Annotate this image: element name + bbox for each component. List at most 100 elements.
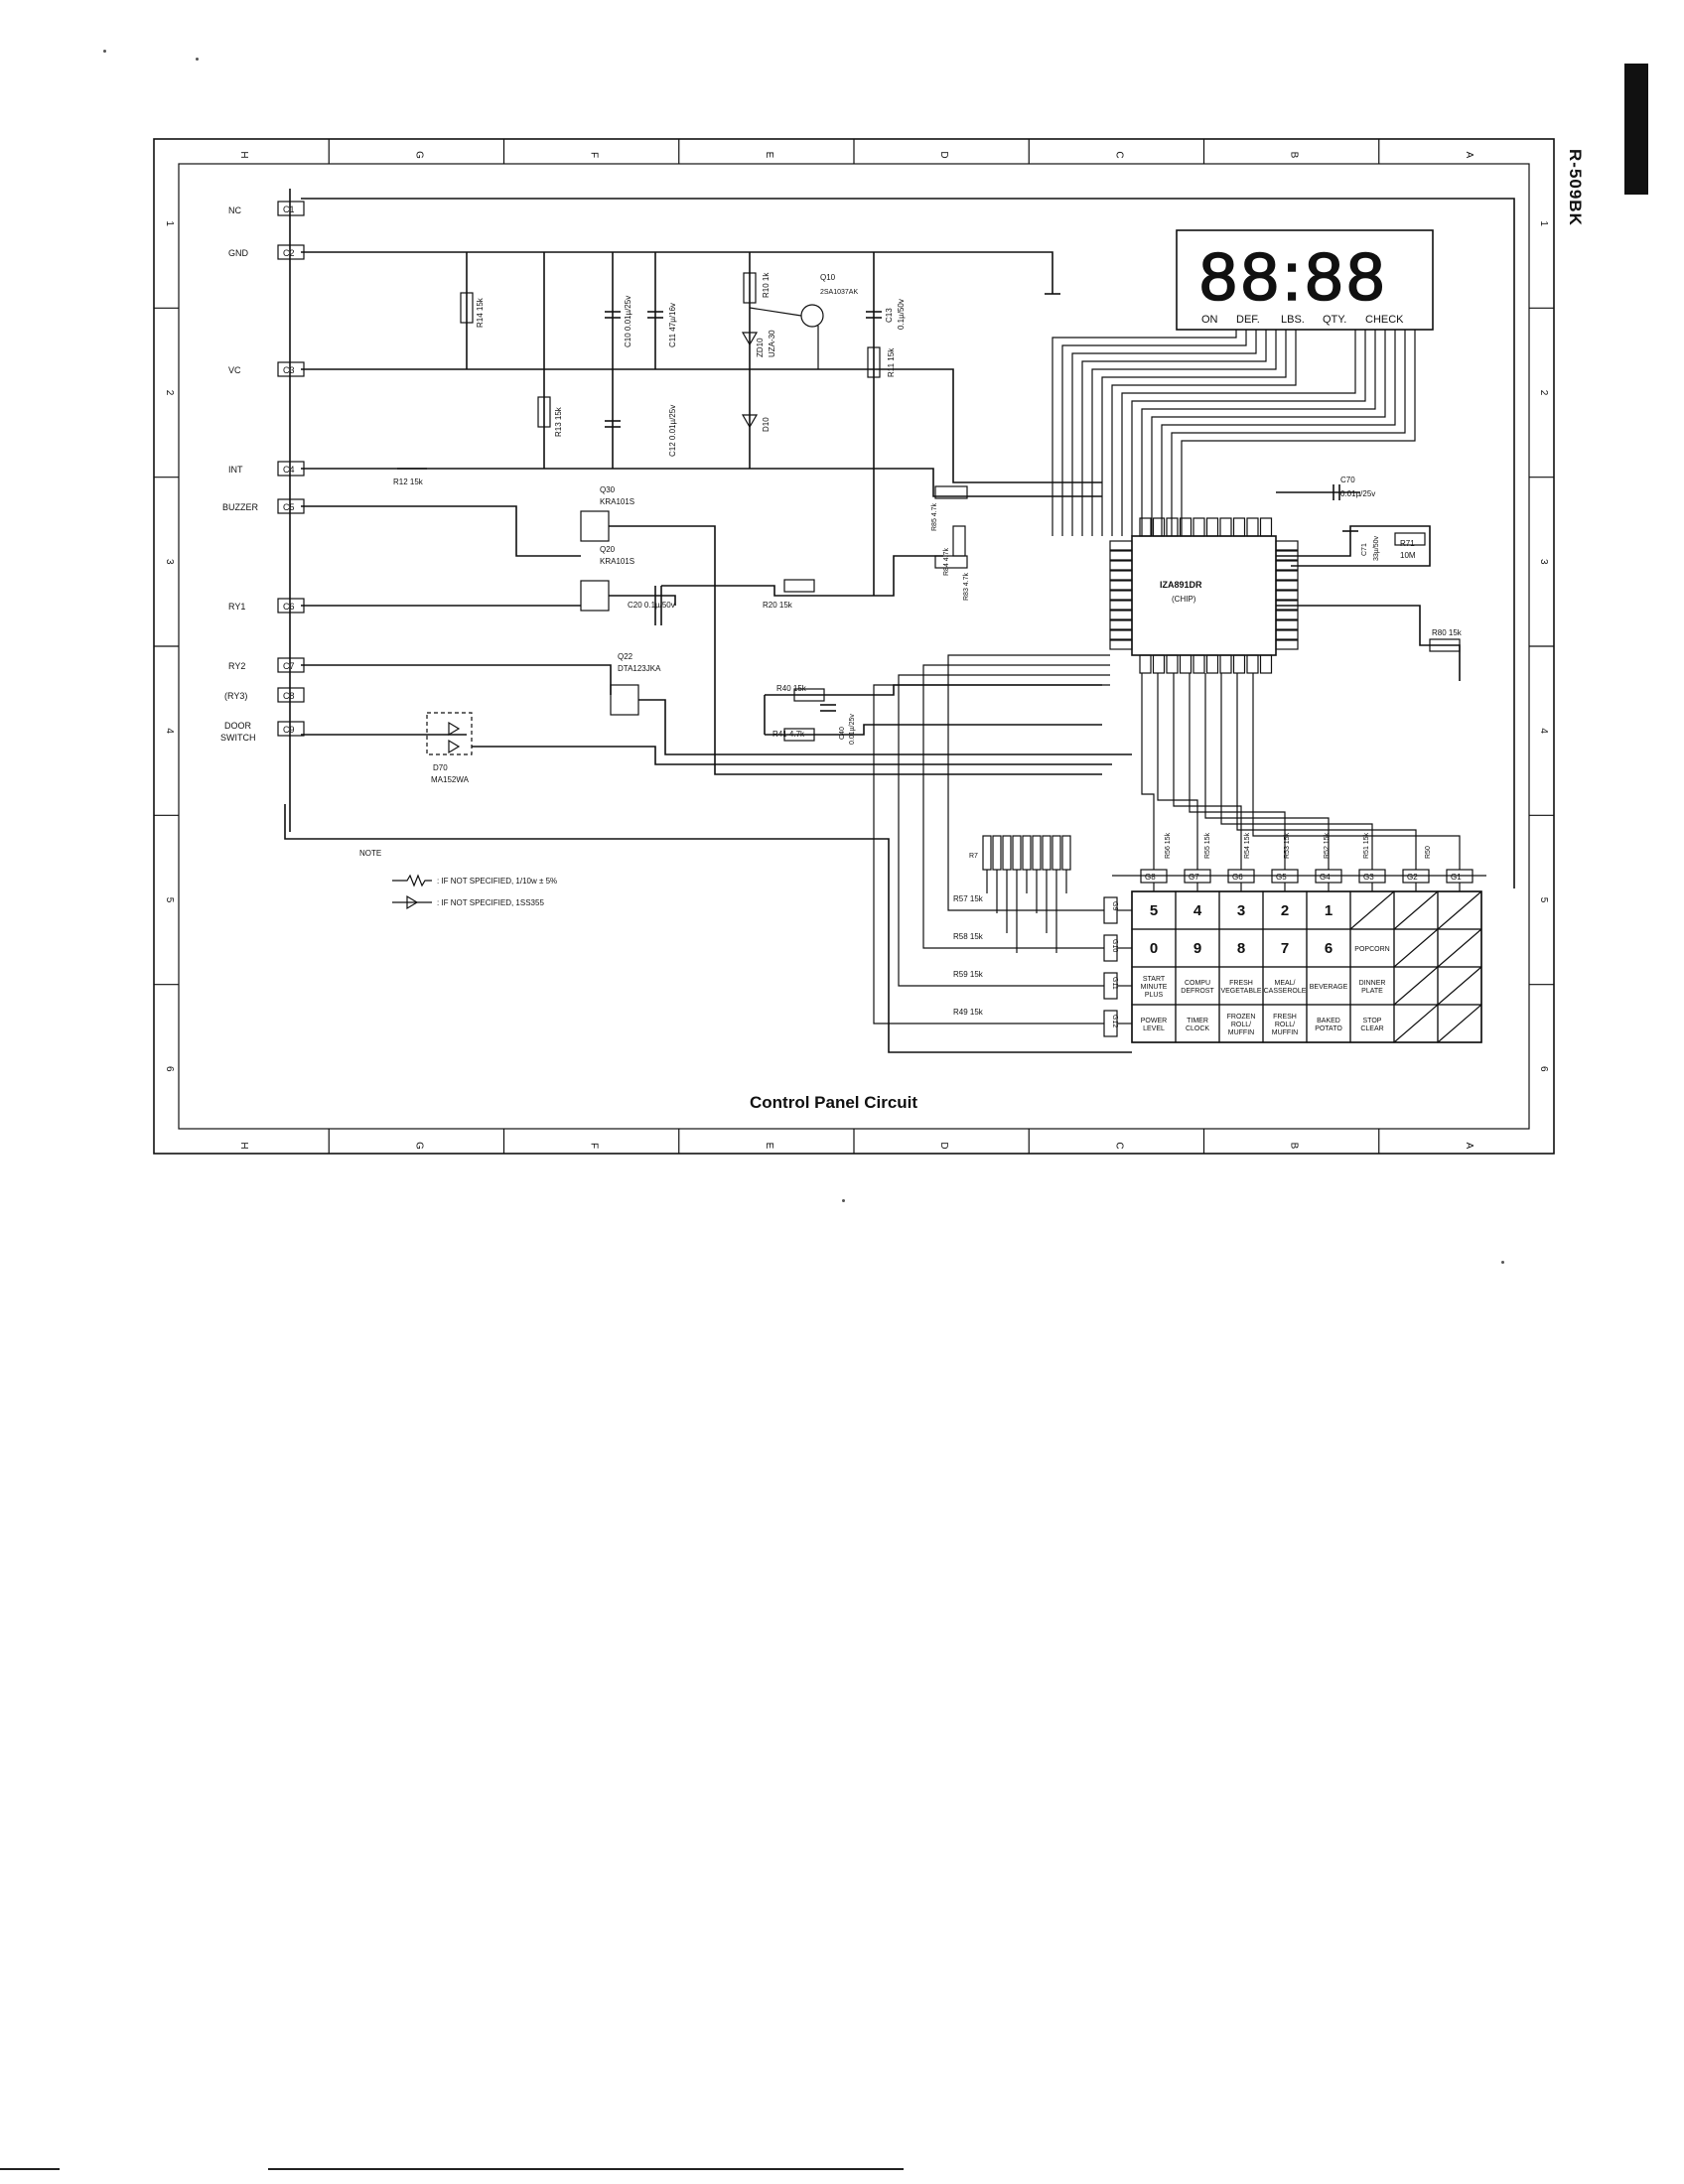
label-r13: R13 15k xyxy=(554,406,563,437)
grid-row-label: 5 xyxy=(164,897,175,903)
connector-code: C6 xyxy=(283,602,295,612)
label-r71: R71 xyxy=(1400,539,1415,548)
label-r10: R10 1k xyxy=(762,272,771,298)
connector-code: C7 xyxy=(283,661,295,671)
label-c11: C11 47µ/16v xyxy=(668,303,677,347)
chip-pin xyxy=(1275,610,1299,620)
keypad-col-connector xyxy=(1184,869,1211,884)
label-buzzer: BUZZER xyxy=(222,502,259,512)
wire-q10 xyxy=(749,307,802,317)
keypad-key[interactable] xyxy=(1437,1004,1482,1043)
label-r58: R58 15k xyxy=(953,932,984,941)
keypad-row-connector xyxy=(1103,972,1118,1000)
display-indicator: DEF. xyxy=(1236,314,1260,326)
wire-r80 xyxy=(1276,605,1461,681)
grid-col-label: D xyxy=(938,151,949,158)
grid-col-label: G xyxy=(413,151,424,159)
display-segment-wire xyxy=(1161,330,1396,536)
chip-pin xyxy=(1275,570,1299,581)
transistor-q30 xyxy=(580,510,610,542)
connector-pin xyxy=(277,201,305,216)
connector-code: C1 xyxy=(283,205,295,214)
keypad-row-connector xyxy=(1103,934,1118,962)
scan-speck xyxy=(196,58,199,61)
resistor-bank xyxy=(1061,835,1071,871)
resistor-bank xyxy=(1012,835,1022,871)
label-chip: IZA891DR xyxy=(1160,580,1202,590)
grid-row-label: 6 xyxy=(164,1066,175,1072)
chip-pin xyxy=(1275,580,1299,591)
grid-col-label: B xyxy=(1289,152,1300,159)
keypad-key-label: STOP xyxy=(1363,1018,1382,1024)
chip-pin xyxy=(1109,550,1133,561)
grid-col-label: G xyxy=(413,1142,424,1150)
chip-pins xyxy=(1109,517,1299,674)
chip-pin xyxy=(1109,619,1133,630)
keypad-unused-key xyxy=(1437,1004,1482,1043)
keypad-column-bus xyxy=(873,654,1486,1024)
keypad-col-code: G1 xyxy=(1451,873,1462,882)
chip-pin xyxy=(1219,517,1232,537)
keypad-key-label: START xyxy=(1143,976,1166,983)
chip-pin xyxy=(1109,629,1133,640)
diode-d70-box xyxy=(426,712,473,755)
label-r59: R59 15k xyxy=(953,970,984,979)
display-indicator: CHECK xyxy=(1365,314,1404,326)
label-nc: NC xyxy=(228,205,241,215)
display-segment-wire xyxy=(1081,330,1267,536)
transistor-q20 xyxy=(580,580,610,612)
keypad-col-wire xyxy=(1204,673,1330,870)
footer-rule xyxy=(268,2168,904,2170)
label-q22: Q22 xyxy=(618,652,633,661)
chip-pin xyxy=(1275,590,1299,601)
label-r49: R49 15k xyxy=(953,1008,984,1017)
label-ry3: (RY3) xyxy=(224,691,247,701)
keypad-key-label: 6 xyxy=(1325,940,1333,957)
resistor-r40 xyxy=(793,688,825,702)
keypad-key-label: 5 xyxy=(1150,902,1158,919)
keypad-key-label: 9 xyxy=(1193,940,1201,957)
label-q10: Q10 xyxy=(820,273,836,282)
display-segment-wire xyxy=(1181,330,1416,536)
label-c13: C13 xyxy=(885,308,894,323)
resistor-r20 xyxy=(783,579,815,593)
transistor-q10 xyxy=(800,304,824,328)
resistor-r14 xyxy=(460,292,474,324)
keypad-row-wire xyxy=(947,654,1110,911)
component-labels: NC GND VC INT BUZZER RY1 RY2 (RY3) DOOR … xyxy=(220,205,1463,1112)
wire-q30-base xyxy=(609,525,1102,775)
chip-pin xyxy=(1275,629,1299,640)
transistor-q22 xyxy=(610,684,639,716)
wire-return xyxy=(284,804,1132,1053)
resistor-r85 xyxy=(934,485,968,499)
keypad-key-label: ROLL/ xyxy=(1231,1022,1251,1028)
display-indicator: QTY. xyxy=(1323,314,1346,326)
chip-pin xyxy=(1109,610,1133,620)
label-q20: Q20 xyxy=(600,545,616,554)
label-r85: R85 4.7k xyxy=(931,502,938,531)
chip-pin xyxy=(1246,517,1259,537)
keypad-key-label: ROLL/ xyxy=(1275,1022,1295,1028)
chip-pin xyxy=(1246,654,1259,674)
chip-pin xyxy=(1232,517,1246,537)
keypad-key-label: PLUS xyxy=(1145,992,1164,999)
keypad-key-label: PLATE xyxy=(1361,988,1383,995)
label-r55: R55 15k xyxy=(1204,832,1211,859)
grid-row-label: 3 xyxy=(164,559,175,565)
keypad-unused-key xyxy=(1437,890,1482,930)
label-r20: R20 15k xyxy=(763,601,793,610)
keypad-key-label: DINNER xyxy=(1359,980,1386,987)
display-digits: 88:88 xyxy=(1199,239,1388,315)
label-q22-part: DTA123JKA xyxy=(618,664,661,673)
resistor-r80 xyxy=(1429,638,1461,652)
label-r71-val: 10M xyxy=(1400,551,1416,560)
grid-row-label: 5 xyxy=(1538,897,1549,903)
keypad-key-label: FRESH xyxy=(1273,1014,1297,1021)
keypad-key-label: 1 xyxy=(1325,902,1333,919)
label-r54: R54 15k xyxy=(1244,832,1251,859)
display-indicator: LBS. xyxy=(1281,314,1305,326)
keypad-key-label: DEFROST xyxy=(1181,988,1214,995)
label-door: DOOR xyxy=(224,721,252,731)
grid-col-label: E xyxy=(764,1143,774,1150)
diagram-title: Control Panel Circuit xyxy=(750,1093,917,1112)
